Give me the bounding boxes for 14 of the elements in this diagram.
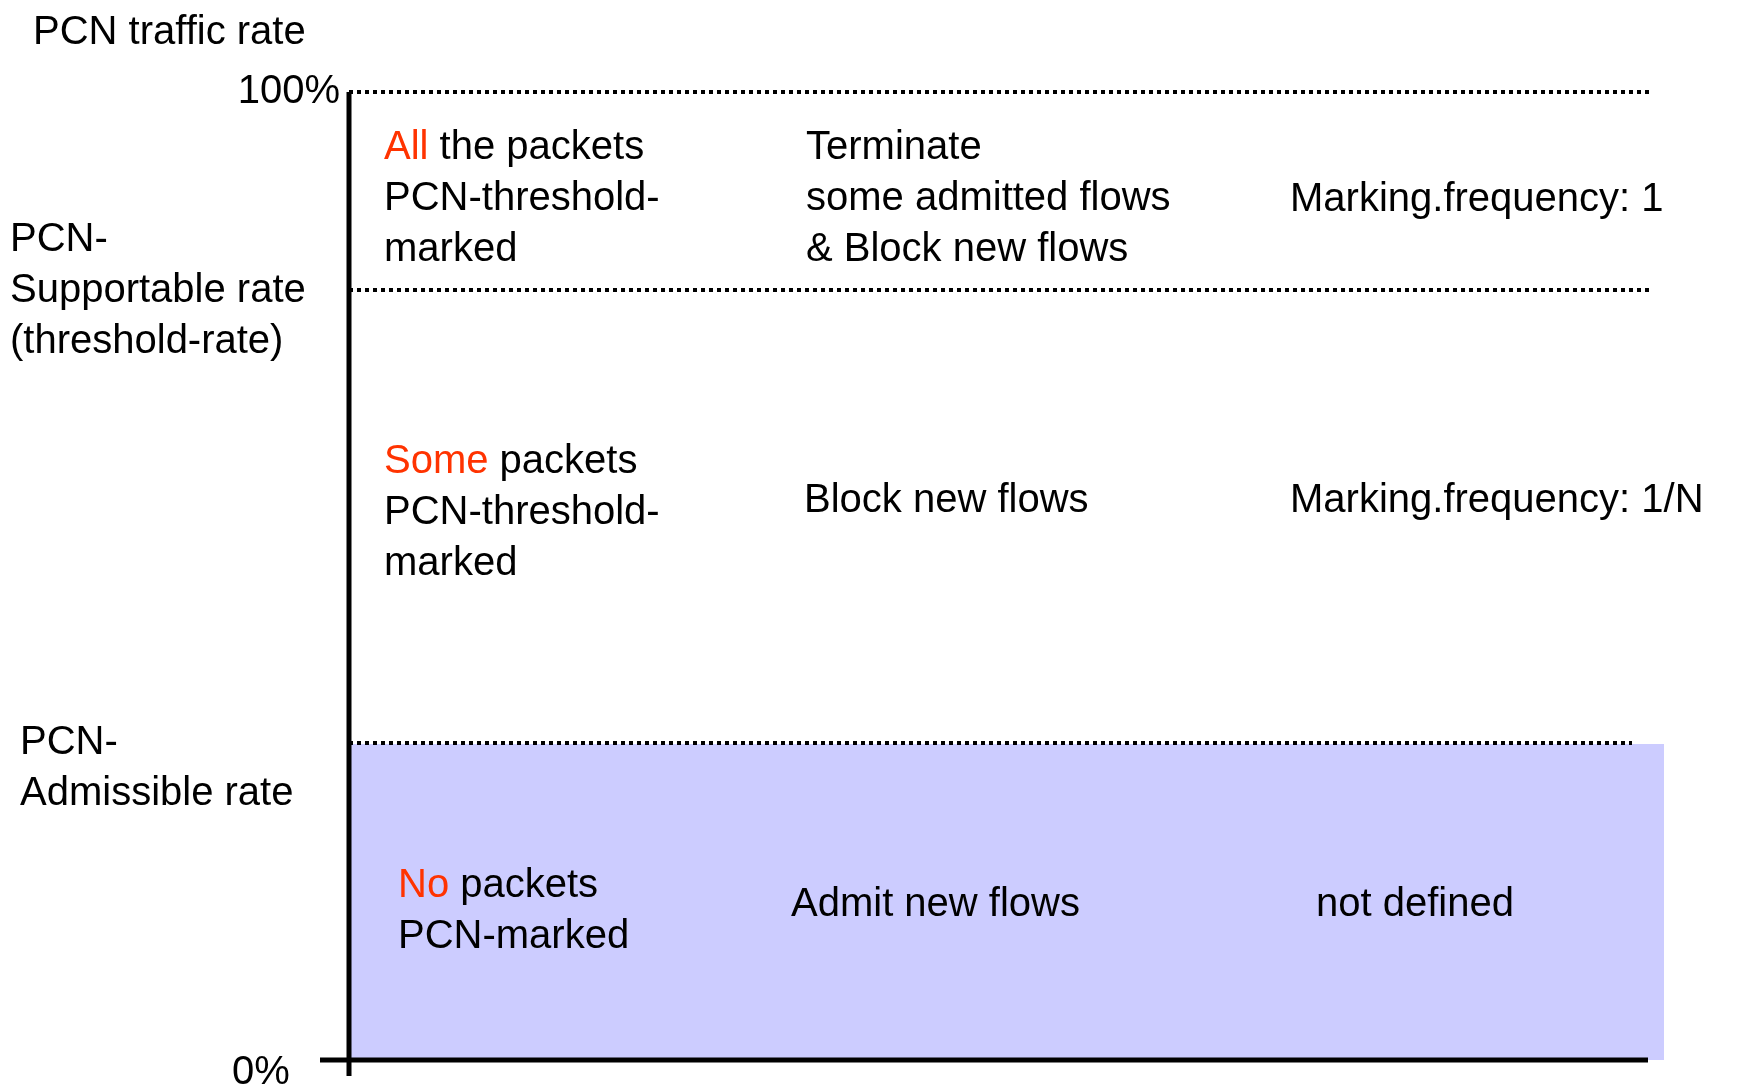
region-text: No packets PCN-marked xyxy=(398,860,630,958)
axis-title: PCN traffic rate xyxy=(33,7,306,54)
tick-label: 100% xyxy=(237,66,340,113)
frequency-text: not defined xyxy=(1316,879,1514,926)
action-text: Terminate some admitted flows & Block new flows xyxy=(806,122,1171,271)
threshold-label: PCN- Supportable rate (threshold-rate) xyxy=(10,214,306,363)
frequency-text: Marking.frequency: 1/N xyxy=(1290,475,1704,522)
action-text: Admit new flows xyxy=(791,879,1080,926)
threshold-label: PCN- Admissible rate xyxy=(20,717,294,815)
action-text: Block new flows xyxy=(804,475,1089,522)
frequency-text: Marking.frequency: 1 xyxy=(1290,174,1664,221)
region-text: All the packets PCN-threshold- marked xyxy=(384,122,660,271)
region-text: Some packets PCN-threshold- marked xyxy=(384,436,660,585)
tick-label: 0% xyxy=(232,1047,290,1088)
